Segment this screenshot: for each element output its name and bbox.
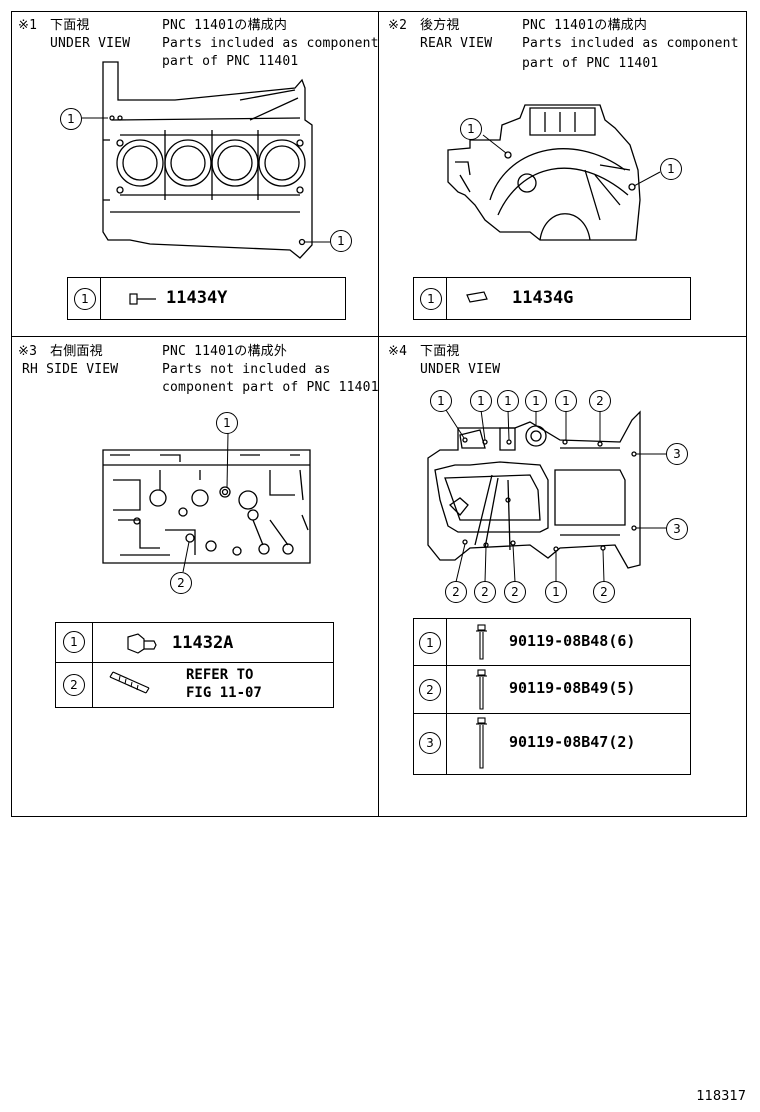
panel-1-callout-1b: 1 xyxy=(330,230,352,252)
panel-4-part-3-bolt-icon xyxy=(476,717,487,769)
panel-4-part-2-bolt-icon xyxy=(476,669,487,710)
panel-3-note-2: component part of PNC 11401 xyxy=(162,380,379,395)
panel-1-parts-table: 1 11434Y xyxy=(67,277,346,320)
panel-1-engine-block-drawing xyxy=(82,61,330,259)
panel-4-part-3-index: 3 xyxy=(419,732,441,754)
panel-4-part-2-number: 90119-08B49(5) xyxy=(509,679,636,697)
panel-3-mark: ※3 xyxy=(18,344,38,359)
panel-1-mark: ※1 xyxy=(18,18,38,33)
panel-4-part-1-number: 90119-08B48(6) xyxy=(509,632,636,650)
panel-3-title-jp: 右側面視 xyxy=(50,344,103,359)
panel-3-pnc: PNC 11401の構成外 xyxy=(162,344,288,359)
panel-2-mark: ※2 xyxy=(388,18,408,33)
panel-4-callout-top-5: 1 xyxy=(555,390,577,412)
panel-1-part-plug-icon xyxy=(129,293,156,305)
panel-1-pnc: PNC 11401の構成内 xyxy=(162,18,288,33)
panel-4-callout-top-4: 1 xyxy=(525,390,547,412)
panel-4-callout-top-6: 2 xyxy=(589,390,611,412)
panel-2-part-index: 1 xyxy=(420,288,442,310)
diagram-frame xyxy=(11,11,747,817)
panel-4-callout-top-3: 1 xyxy=(497,390,519,412)
panel-3-callout-2: 2 xyxy=(170,572,192,594)
panel-2-pnc: PNC 11401の構成内 xyxy=(522,18,648,33)
panel-divider-horizontal xyxy=(11,336,747,337)
panel-3-part-2-stud-icon xyxy=(109,671,150,694)
panel-3-part-1-index: 1 xyxy=(63,631,85,653)
panel-2-parts-table: 1 11434G xyxy=(413,277,691,320)
document-number: 118317 xyxy=(696,1089,746,1104)
panel-2-part-pin-icon xyxy=(466,291,488,303)
panel-3-part-2-index: 2 xyxy=(63,674,85,696)
panel-3-part-1-plug-icon xyxy=(127,633,157,654)
panel-1-title-jp: 下面視 xyxy=(50,18,90,33)
panel-2-callout-1a: 1 xyxy=(460,118,482,140)
panel-2-note-1: Parts included as component xyxy=(522,36,739,51)
panel-2-part-number: 11434G xyxy=(512,288,574,308)
panel-2-rear-view-drawing xyxy=(447,104,661,241)
panel-3-part-2-ref-1: REFER TO xyxy=(186,667,254,683)
panel-4-callout-bottom-1: 2 xyxy=(445,581,467,603)
panel-1-title-en: UNDER VIEW xyxy=(50,36,131,51)
panel-4-parts-table: 1 90119-08B48(6) 2 90119-08B49(5) 3 9011… xyxy=(413,618,691,775)
panel-2-title-en: REAR VIEW xyxy=(420,36,493,51)
panel-4-title-jp: 下面視 xyxy=(420,344,460,359)
panel-4-part-3-number: 90119-08B47(2) xyxy=(509,733,636,751)
panel-3-part-1-number: 11432A xyxy=(172,633,234,653)
panel-divider-vertical xyxy=(378,11,379,817)
panel-1-note-2: part of PNC 11401 xyxy=(162,54,299,69)
panel-3-callout-1: 1 xyxy=(216,412,238,434)
panel-4-callout-right-1: 3 xyxy=(666,443,688,465)
panel-3-title-en: RH SIDE VIEW xyxy=(22,362,119,377)
panel-2-title-jp: 後方視 xyxy=(420,18,460,33)
panel-4-callout-right-2: 3 xyxy=(666,518,688,540)
panel-4-callout-bottom-5: 2 xyxy=(593,581,615,603)
panel-1-note-1: Parts included as component xyxy=(162,36,379,51)
panel-4-callout-bottom-2: 2 xyxy=(474,581,496,603)
panel-4-callout-bottom-3: 2 xyxy=(504,581,526,603)
panel-4-part-1-bolt-icon xyxy=(476,624,487,660)
panel-4-callout-bottom-4: 1 xyxy=(545,581,567,603)
panel-2-note-2: part of PNC 11401 xyxy=(522,56,659,71)
panel-4-mark: ※4 xyxy=(388,344,408,359)
panel-4-callout-top-2: 1 xyxy=(470,390,492,412)
panel-4-callout-top-1: 1 xyxy=(430,390,452,412)
panel-3-side-view-drawing xyxy=(102,432,311,573)
panel-3-note-1: Parts not included as xyxy=(162,362,331,377)
panel-1-part-number: 11434Y xyxy=(166,288,228,308)
panel-4-part-1-index: 1 xyxy=(419,632,441,654)
panel-1-callout-1a: 1 xyxy=(60,108,82,130)
panel-4-under-view-drawing xyxy=(427,409,666,583)
panel-3-parts-table: 1 11432A 2 REFER TO FIG 11-07 xyxy=(55,622,334,708)
panel-4-title-en: UNDER VIEW xyxy=(420,362,501,377)
panel-1-part-index: 1 xyxy=(74,288,96,310)
panel-4-part-2-index: 2 xyxy=(419,679,441,701)
panel-2-callout-1b: 1 xyxy=(660,158,682,180)
panel-3-part-2-ref-2: FIG 11-07 xyxy=(186,685,262,701)
